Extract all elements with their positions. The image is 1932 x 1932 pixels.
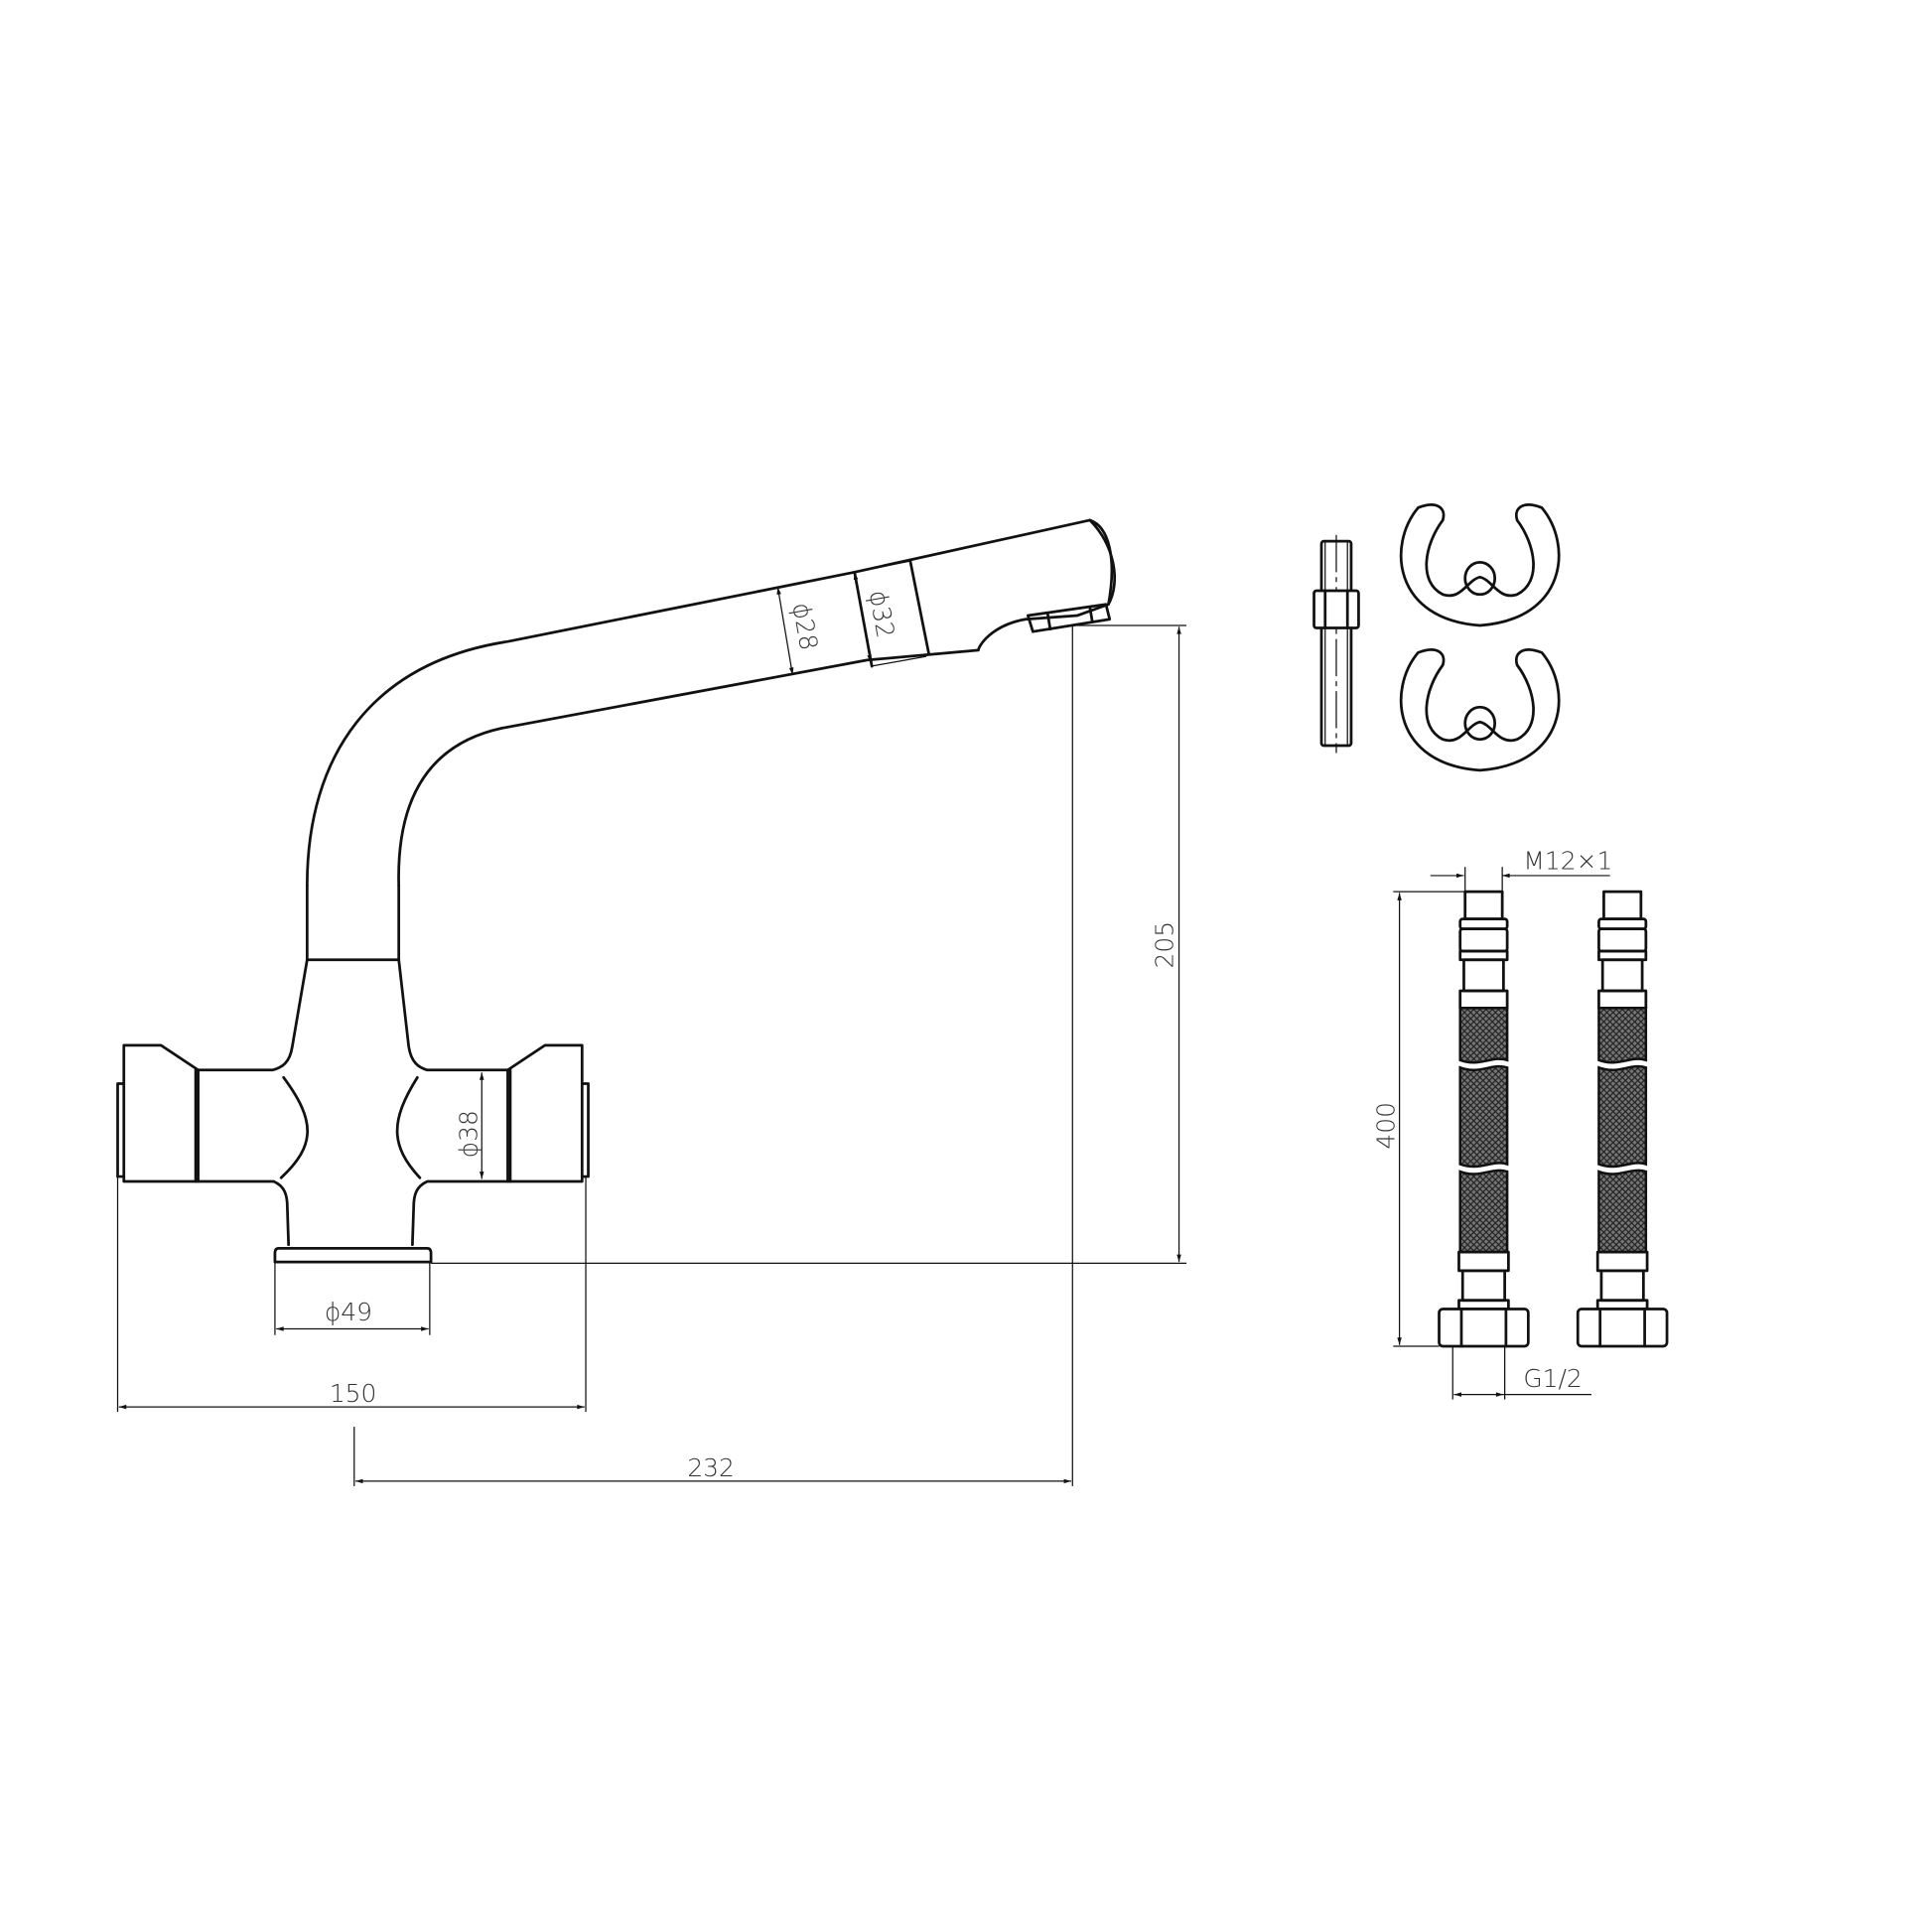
dim-body-38: ϕ38 <box>454 1110 483 1158</box>
dim-base-49: ϕ49 <box>325 1298 372 1326</box>
horseshoe-washer-bottom <box>1399 648 1561 772</box>
dim-spout-28: ϕ28 <box>786 601 823 652</box>
flexible-hose-left <box>1438 890 1530 1348</box>
left-handle <box>122 1043 200 1183</box>
dim-spout-reach: 232 <box>687 1453 735 1482</box>
aerator <box>1026 603 1112 633</box>
dim-handle-span: 150 <box>330 1379 377 1408</box>
dim-height: 205 <box>1150 921 1178 969</box>
dim-hose-length: 400 <box>1372 1102 1401 1150</box>
flexible-hose-right <box>1576 890 1669 1348</box>
right-handle <box>506 1043 584 1183</box>
dim-thread-g12: G1/2 <box>1523 1364 1582 1393</box>
spout-outline <box>305 518 1114 888</box>
threaded-stud <box>1312 534 1360 754</box>
horseshoe-washer-top <box>1399 503 1561 627</box>
tap-body <box>197 958 509 1247</box>
tap-base <box>273 1247 433 1264</box>
dim-spout-32: ϕ32 <box>864 588 900 639</box>
dim-thread-m12: M12×1 <box>1523 847 1612 876</box>
hose-dimensions: M12×1 400 G1/2 <box>1372 847 1612 1400</box>
mixer-tap: ϕ28 ϕ32 ϕ38 ϕ49 150 <box>116 518 1187 1486</box>
